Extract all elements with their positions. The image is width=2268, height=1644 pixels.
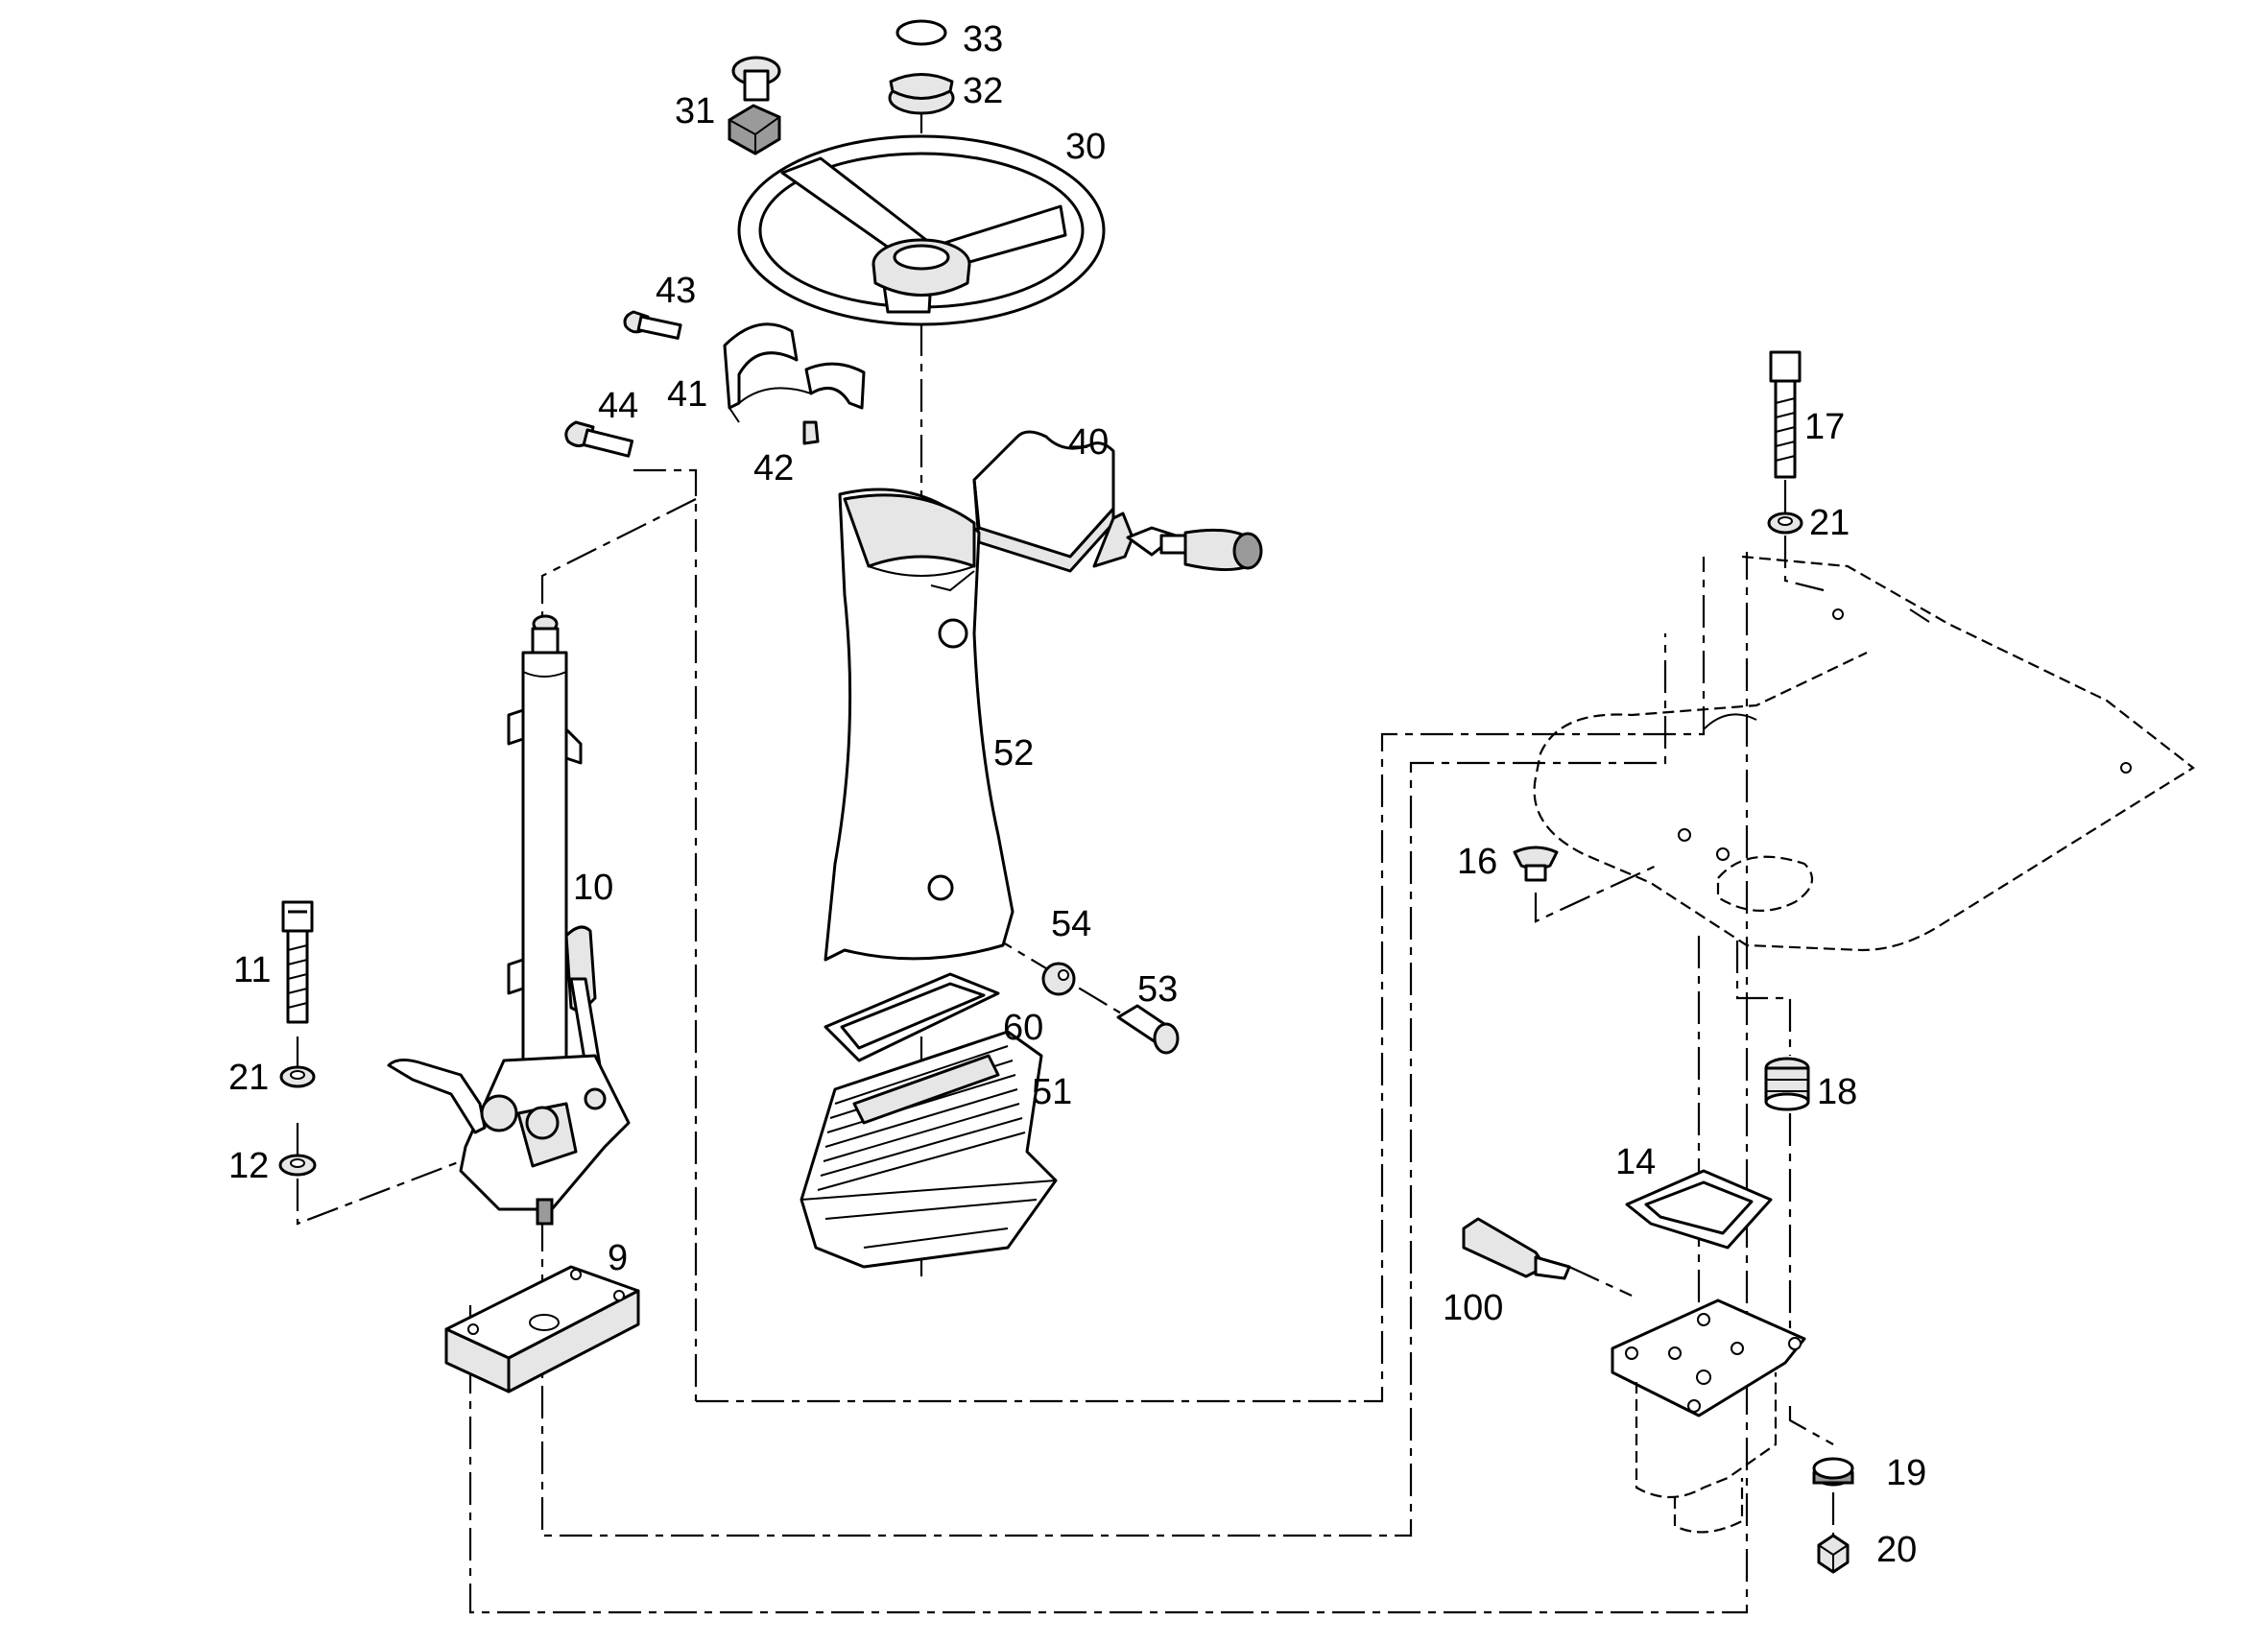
bolt-43 (623, 310, 682, 340)
callout-9: 9 (608, 1238, 628, 1278)
callout-21-left: 21 (228, 1058, 269, 1098)
knob-31 (728, 56, 781, 155)
cap-ring-60 (824, 972, 1000, 1062)
washer-21-left (279, 1065, 316, 1088)
callout-32: 32 (963, 71, 1003, 111)
cab-floor-plate (1533, 555, 2195, 952)
clamp-41 (723, 322, 866, 423)
washer-19 (1812, 1457, 1854, 1487)
callout-60: 60 (1003, 1008, 1043, 1048)
screw-53 (1116, 1004, 1180, 1055)
callout-labels: 33 32 31 30 43 41 44 42 40 17 21 52 10 1… (228, 19, 1926, 1570)
callout-16: 16 (1457, 842, 1497, 882)
gasket-14 (1625, 1169, 1773, 1250)
callout-54: 54 (1051, 904, 1091, 944)
assembly-lines (296, 101, 1835, 1614)
grommet-16 (1513, 846, 1559, 882)
callout-20: 20 (1876, 1530, 1917, 1570)
callout-31: 31 (675, 91, 715, 131)
o-ring-33 (895, 19, 947, 46)
callout-21-right: 21 (1809, 503, 1850, 543)
callout-53: 53 (1137, 969, 1178, 1010)
callout-52: 52 (993, 733, 1034, 774)
washer-12 (278, 1154, 317, 1177)
callout-33: 33 (963, 19, 1003, 60)
callout-40: 40 (1068, 422, 1109, 463)
washer-54 (1041, 962, 1076, 996)
callout-10: 10 (573, 868, 613, 908)
callout-19: 19 (1886, 1453, 1926, 1493)
washer-21-right (1767, 512, 1803, 535)
callout-43: 43 (656, 271, 696, 311)
callout-17: 17 (1804, 407, 1845, 447)
bellows-boot-51 (800, 1030, 1058, 1269)
callout-41: 41 (667, 374, 707, 415)
callout-44: 44 (598, 386, 638, 426)
callout-18: 18 (1817, 1072, 1857, 1112)
bolt-44 (564, 420, 634, 458)
sealant-tube-100 (1462, 1217, 1571, 1280)
cap-32 (888, 73, 955, 115)
plate-9 (444, 1265, 640, 1394)
callout-100: 100 (1443, 1288, 1503, 1328)
callout-14: 14 (1615, 1142, 1656, 1182)
column-shroud-52 (824, 488, 1015, 962)
lever-switch-40 (972, 430, 1263, 573)
rubber-mount-18 (1764, 1057, 1810, 1111)
steering-unit (1611, 1299, 1806, 1534)
callout-12: 12 (228, 1146, 269, 1186)
bolt-11 (281, 900, 314, 1024)
bolt-17 (1769, 350, 1802, 479)
callout-30: 30 (1065, 127, 1106, 167)
callout-42: 42 (753, 448, 794, 488)
steering-wheel-30 (737, 134, 1106, 326)
steering-column-10 (387, 614, 631, 1226)
callout-51: 51 (1032, 1072, 1072, 1112)
clip-42 (802, 420, 820, 445)
callout-11: 11 (233, 950, 271, 990)
nut-20 (1817, 1534, 1850, 1574)
